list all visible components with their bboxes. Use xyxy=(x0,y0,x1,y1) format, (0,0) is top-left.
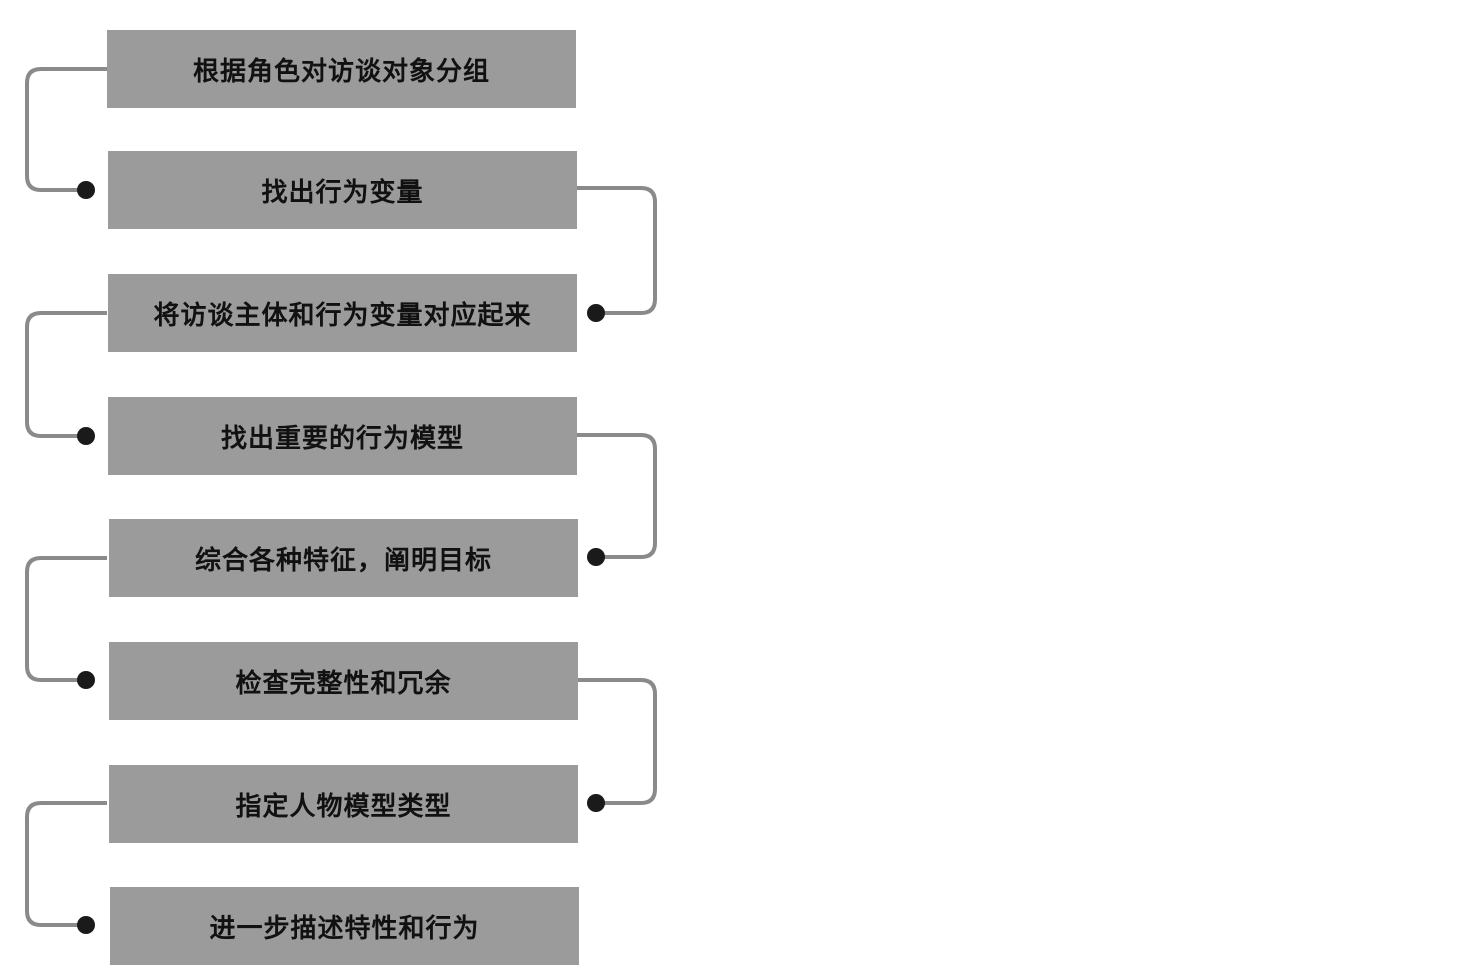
step-box-8: 进一步描述特性和行为 xyxy=(110,887,579,965)
step-box-3: 将访谈主体和行为变量对应起来 xyxy=(108,274,577,352)
connector-dot-7 xyxy=(77,916,95,934)
connector-line-6 xyxy=(577,678,657,805)
connector-dot-4 xyxy=(587,548,605,566)
step-label-6: 检查完整性和冗余 xyxy=(235,668,452,699)
step-label-3: 将访谈主体和行为变量对应起来 xyxy=(153,300,532,331)
step-label-8: 进一步描述特性和行为 xyxy=(209,913,480,944)
connector-dot-2 xyxy=(587,304,605,322)
connector-line-3 xyxy=(25,311,107,438)
step-box-1: 根据角色对访谈对象分组 xyxy=(107,30,576,108)
connector-dot-6 xyxy=(587,794,605,812)
step-label-4: 找出重要的行为模型 xyxy=(220,423,464,454)
step-box-6: 检查完整性和冗余 xyxy=(109,642,578,720)
step-label-5: 综合各种特征，阐明目标 xyxy=(194,545,492,576)
connector-dot-3 xyxy=(77,427,95,445)
step-box-5: 综合各种特征，阐明目标 xyxy=(109,519,578,597)
connector-line-2 xyxy=(577,186,657,315)
connector-line-7 xyxy=(25,801,107,927)
step-box-7: 指定人物模型类型 xyxy=(109,765,578,843)
step-label-1: 根据角色对访谈对象分组 xyxy=(192,56,490,87)
connector-line-4 xyxy=(577,433,657,559)
step-box-4: 找出重要的行为模型 xyxy=(108,397,577,475)
connector-dot-5 xyxy=(77,671,95,689)
step-label-2: 找出行为变量 xyxy=(261,177,424,208)
step-label-7: 指定人物模型类型 xyxy=(235,791,452,822)
step-box-2: 找出行为变量 xyxy=(108,151,577,229)
connector-dot-1 xyxy=(77,181,95,199)
connector-line-5 xyxy=(25,556,107,682)
connector-line-1 xyxy=(25,67,107,192)
